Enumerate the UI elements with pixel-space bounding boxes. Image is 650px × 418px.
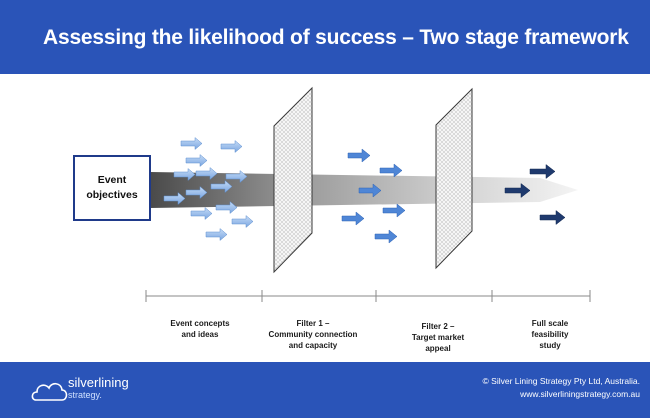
stage-caption-concepts: Event concepts and ideas — [170, 319, 230, 339]
stage-caption-feasibility: Full scale feasibility study — [531, 319, 569, 350]
filtered-2-arrows — [504, 163, 566, 226]
arrow-icon — [195, 166, 218, 181]
arrow-icon — [374, 229, 398, 244]
logo-tagline: strategy. — [68, 390, 102, 400]
arrow-icon — [539, 209, 566, 226]
arrow-icon — [225, 169, 248, 184]
filtered-1-arrows — [341, 148, 406, 244]
arrow-icon — [504, 182, 531, 199]
event-objectives-box — [73, 155, 151, 221]
cloud-logo-icon — [31, 382, 68, 401]
slide-title: Assessing the likelihood of success – Tw… — [43, 26, 629, 49]
objectives-line-1: Event — [97, 174, 127, 186]
arrow-icon — [185, 185, 208, 200]
arrow-icon — [382, 203, 406, 218]
arrow-icon — [231, 214, 254, 229]
logo-name: silverlining — [68, 375, 129, 390]
arrow-icon — [210, 179, 233, 194]
arrow-icon — [358, 183, 382, 198]
stage-bracket — [145, 290, 591, 302]
arrow-icon — [163, 191, 186, 206]
framework-diagram — [73, 86, 591, 302]
event-objectives-label: Event objectives — [74, 156, 150, 220]
arrow-icon — [215, 200, 238, 215]
arrow-icon — [185, 153, 208, 168]
arrow-icon — [347, 148, 371, 163]
arrow-icon — [190, 206, 213, 221]
copyright-text: © Silver Lining Strategy Pty Ltd, Austra… — [482, 376, 640, 386]
footer-bar — [0, 362, 650, 418]
website-link[interactable]: www.silverliningstrategy.com.au — [520, 389, 640, 399]
arrow-icon — [379, 163, 403, 178]
filter-1-panel — [273, 86, 313, 274]
arrow-icon — [220, 139, 243, 154]
arrow-icon — [341, 211, 365, 226]
stage-caption-filter-2: Filter 2 – Target market appeal — [411, 322, 465, 353]
stage-caption-filter-1: Filter 1 – Community connection and capa… — [268, 319, 358, 350]
arrow-icon — [173, 167, 196, 182]
arrow-icon — [180, 136, 203, 151]
objectives-line-2: objectives — [86, 189, 138, 201]
filter-2-panel — [435, 87, 473, 270]
arrow-icon — [529, 163, 556, 180]
concept-arrows — [163, 136, 254, 242]
header-bar — [0, 0, 650, 74]
arrow-icon — [205, 227, 228, 242]
